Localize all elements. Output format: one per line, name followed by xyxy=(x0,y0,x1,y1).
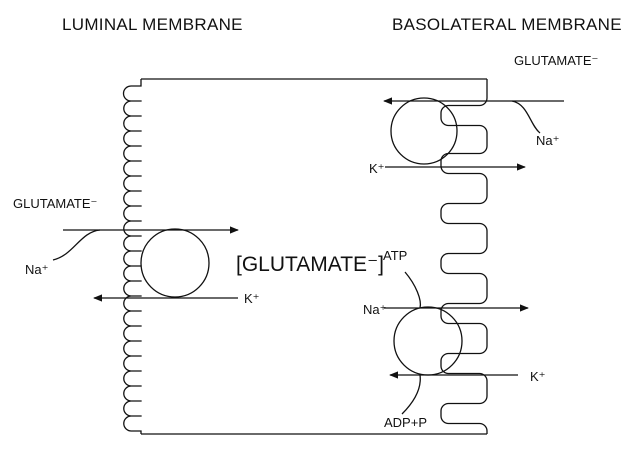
basolateral-membrane-title: BASOLATERAL MEMBRANE xyxy=(392,15,622,34)
basolateral-glutamate-transporter: GLUTAMATE⁻ Na⁺ K⁺ xyxy=(369,53,598,176)
na-label-left: Na⁺ xyxy=(25,262,48,277)
transporter-circle xyxy=(141,229,209,297)
luminal-membrane-title: LUMINAL MEMBRANE xyxy=(62,15,243,34)
intracellular-glutamate-label: [GLUTAMATE⁻] xyxy=(236,253,384,276)
glutamate-label-top-right: GLUTAMATE⁻ xyxy=(514,53,598,68)
na-branch-curve xyxy=(512,101,540,133)
na-label-pump: Na⁺ xyxy=(363,302,386,317)
luminal-membrane xyxy=(124,79,142,434)
na-k-atpase-pump: ATP Na⁺ K⁺ ADP+P xyxy=(363,248,546,430)
transporter-circle xyxy=(391,98,457,164)
glutamate-label-left: GLUTAMATE⁻ xyxy=(13,196,97,211)
basolateral-membrane xyxy=(441,79,487,434)
k-label-left: K⁺ xyxy=(244,291,260,306)
adp-curve xyxy=(402,375,420,414)
adp-label: ADP+P xyxy=(384,415,427,430)
na-join-curve xyxy=(53,230,100,260)
pump-circle xyxy=(394,307,462,375)
k-label-pump: K⁺ xyxy=(530,369,546,384)
na-label-top-right: Na⁺ xyxy=(536,133,559,148)
k-label-top-right: K⁺ xyxy=(369,161,385,176)
atp-curve xyxy=(405,272,420,308)
atp-label: ATP xyxy=(383,248,407,263)
